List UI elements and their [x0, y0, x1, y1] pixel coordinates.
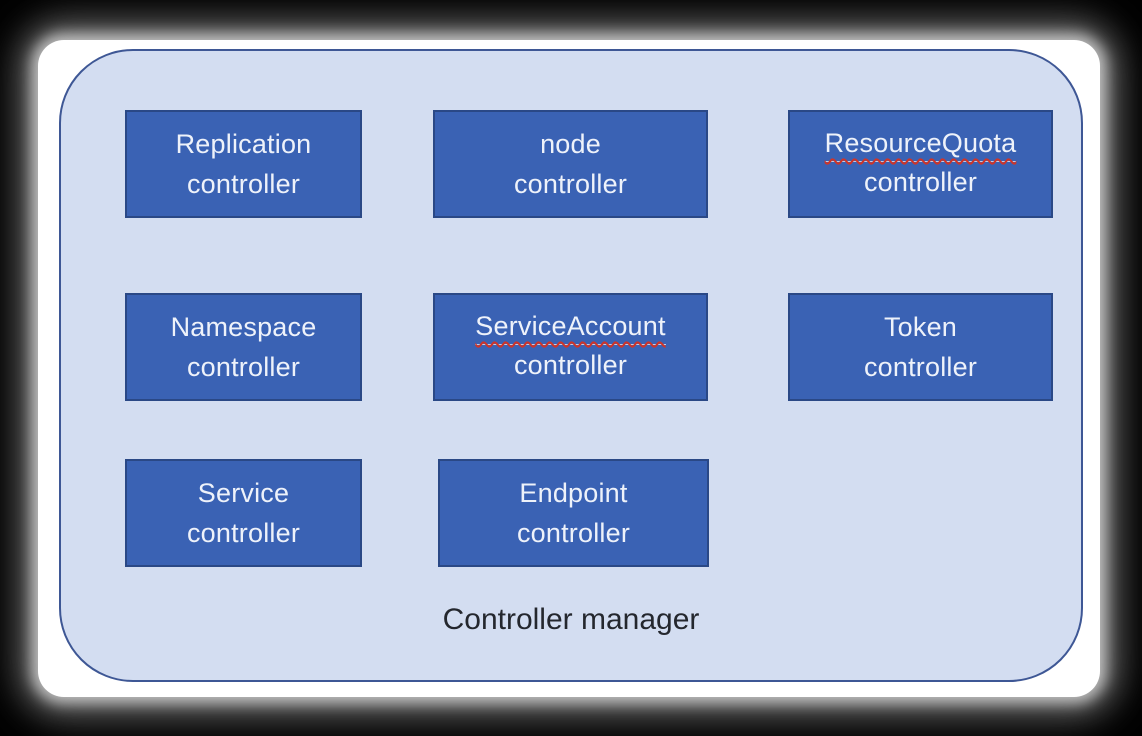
- box-service-controller: Service controller: [125, 459, 362, 567]
- box-label-line1: node: [540, 129, 601, 159]
- box-label-line1: Namespace: [170, 312, 317, 342]
- box-node-controller: node controller: [433, 110, 708, 218]
- box-replication-controller: Replication controller: [125, 110, 362, 218]
- box-label-line2: controller: [516, 518, 631, 548]
- box-serviceaccount-controller: ServiceAccount controller: [433, 293, 708, 401]
- box-label-line2: controller: [186, 169, 301, 199]
- box-label-line2: controller: [186, 518, 301, 548]
- box-label-line1-misspelled: ServiceAccount: [475, 309, 666, 345]
- box-label-line2: controller: [513, 350, 628, 380]
- box-label-line2: controller: [186, 352, 301, 382]
- container-title: Controller manager: [442, 603, 700, 636]
- controller-manager-container: Replication controller node controller R…: [59, 49, 1083, 682]
- box-resourcequota-controller: ResourceQuota controller: [788, 110, 1053, 218]
- box-token-controller: Token controller: [788, 293, 1053, 401]
- box-namespace-controller: Namespace controller: [125, 293, 362, 401]
- box-label-line1: Endpoint: [519, 478, 628, 508]
- box-label-line2: controller: [863, 352, 978, 382]
- box-label-line1-misspelled: ResourceQuota: [824, 126, 1017, 162]
- box-label-line1: Token: [883, 312, 958, 342]
- box-endpoint-controller: Endpoint controller: [438, 459, 709, 567]
- slide-card: Replication controller node controller R…: [38, 40, 1100, 697]
- box-label-line1: Service: [197, 478, 290, 508]
- box-label-line2: controller: [863, 167, 978, 197]
- box-label-line2: controller: [513, 169, 628, 199]
- box-label-line1: Replication: [175, 129, 312, 159]
